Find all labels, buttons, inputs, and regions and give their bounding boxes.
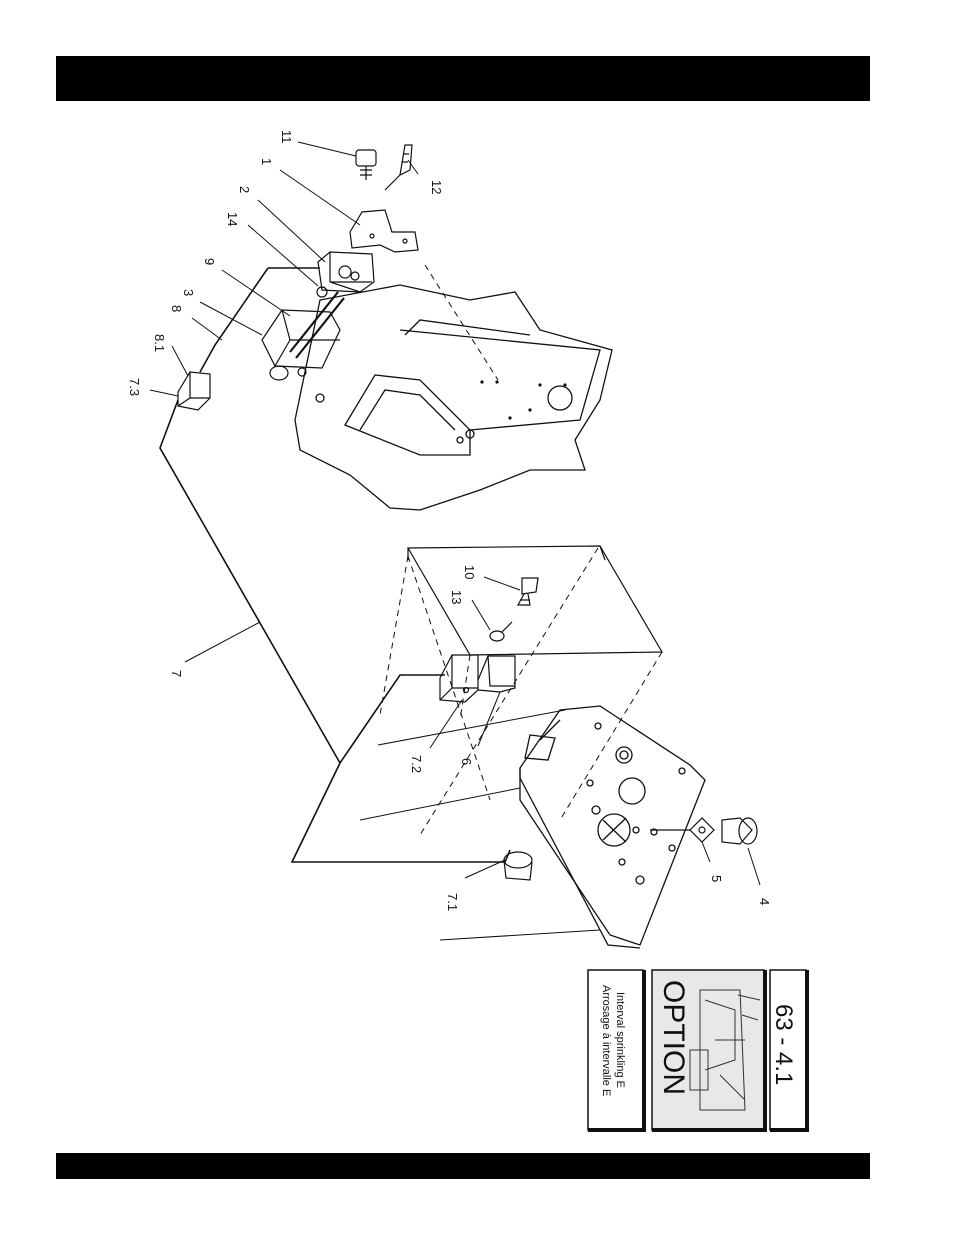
callout-label: 6 (459, 758, 474, 765)
relay (262, 310, 340, 380)
callout-label: 8 (169, 305, 184, 312)
cover-housing (408, 546, 662, 655)
cover-dashed-edges (380, 548, 662, 835)
callout-label: 8.1 (152, 334, 167, 352)
callout-leaders (150, 142, 760, 885)
screw (356, 150, 376, 180)
connector (178, 372, 210, 410)
wire-bundle (290, 292, 344, 358)
option-label: OPTION (657, 980, 690, 1095)
callout-label: 11 (279, 130, 294, 144)
callout-label: 7.1 (445, 893, 460, 911)
callout-labels: 11 1 12 2 14 9 3 8 8.1 7.3 10 13 7 7.2 6… (127, 130, 772, 911)
push-button (722, 818, 757, 844)
relay-socket (440, 655, 515, 702)
timer-relay (317, 252, 374, 297)
frame-holes (480, 380, 566, 419)
machine-frame (295, 285, 612, 510)
title-box: 63 - 4.1 OPTION Interval sprinkling E Ar… (588, 970, 809, 1132)
bracket (350, 210, 418, 252)
callout-label: 4 (757, 898, 772, 905)
callout-label: 3 (181, 289, 196, 296)
callout-label: 2 (237, 186, 252, 193)
callout-label: 12 (429, 180, 444, 194)
callout-label: 7.3 (127, 378, 142, 396)
cable (160, 268, 510, 862)
callout-label: 9 (202, 258, 217, 265)
bolt (385, 145, 412, 190)
callout-label: 14 (225, 212, 240, 226)
callout-label: 5 (709, 875, 724, 882)
callout-label: 1 (259, 158, 274, 165)
section-code: 63 - 4.1 (770, 1004, 797, 1085)
panel-leader-lines (360, 710, 600, 940)
callout-label: 13 (449, 590, 464, 604)
callout-label: 7.2 (409, 755, 424, 773)
callout-label: 7 (169, 670, 184, 677)
caption-english: Interval sprinkling E (614, 992, 626, 1088)
callout-label: 10 (462, 565, 477, 579)
caption-french: Arrosage à intervalle E (600, 985, 612, 1096)
control-panel (520, 706, 705, 948)
